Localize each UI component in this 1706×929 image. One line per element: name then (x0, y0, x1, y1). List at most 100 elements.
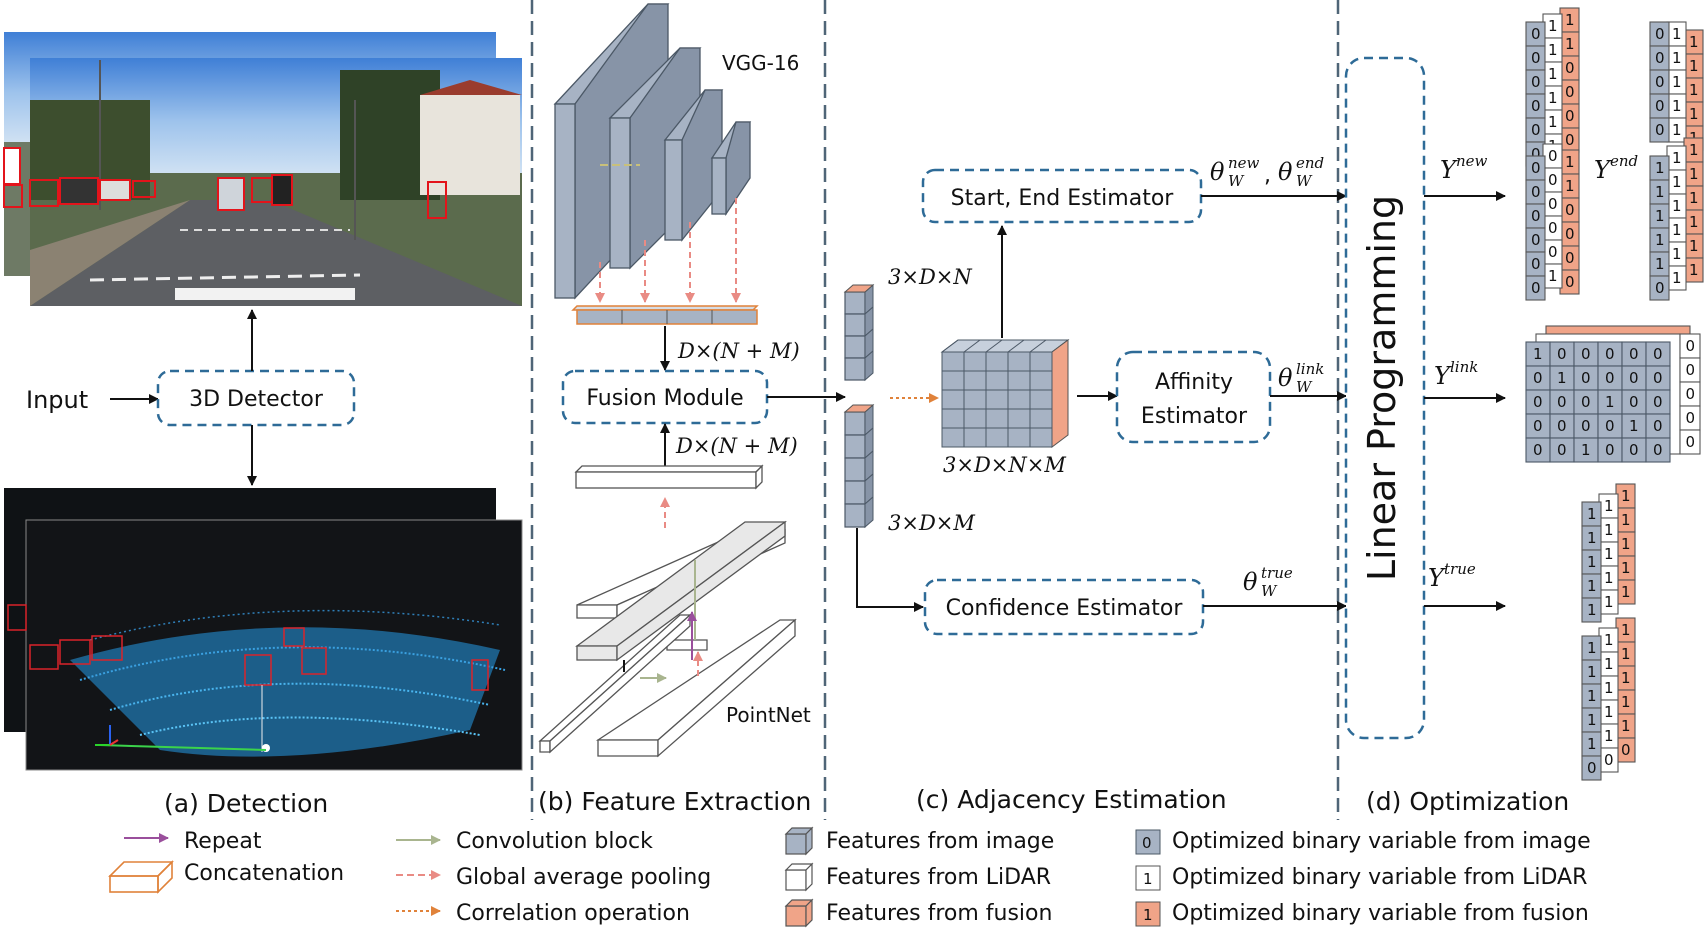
svg-text:0: 0 (1565, 83, 1575, 101)
linear-programming-label: Linear Programming (1360, 195, 1404, 581)
svg-text:0: 0 (1655, 73, 1665, 91)
svg-text:Y: Y (1428, 564, 1446, 592)
svg-text:0: 0 (1629, 393, 1639, 411)
svg-text:1: 1 (1689, 213, 1699, 231)
svg-text:1: 1 (1672, 269, 1682, 287)
dim-bottom-label: D×(N + M) (675, 434, 798, 458)
svg-text:W: W (1228, 172, 1245, 190)
svg-text:1: 1 (1587, 553, 1597, 571)
svg-text:0: 0 (1531, 49, 1541, 67)
legend-feat-img: Features from image (826, 829, 1054, 854)
svg-text:1: 1 (1689, 165, 1699, 183)
dim-n-label: 3×D×N (888, 265, 972, 289)
svg-text:0: 0 (1531, 183, 1541, 201)
svg-text:0: 0 (1548, 171, 1558, 189)
panel-b-label: (b) Feature Extraction (538, 787, 811, 816)
svg-text:1: 1 (1605, 393, 1615, 411)
svg-text:1: 1 (1672, 245, 1682, 263)
svg-text:0: 0 (1686, 337, 1696, 355)
vgg16-blocks (553, 3, 752, 300)
svg-text:1: 1 (1557, 369, 1567, 387)
svg-text:0: 0 (1686, 409, 1696, 427)
svg-text:0: 0 (1581, 369, 1591, 387)
y-new-label: Y new (1440, 152, 1488, 184)
svg-text:0: 0 (1533, 369, 1543, 387)
theta-link: θ W link (1278, 360, 1324, 396)
svg-text:0: 0 (1557, 393, 1567, 411)
svg-text:0: 0 (1629, 441, 1639, 459)
n-feature-column (843, 283, 875, 382)
svg-text:0: 0 (1531, 145, 1541, 163)
svg-text:1: 1 (1689, 141, 1699, 159)
svg-text:1: 1 (1655, 207, 1665, 225)
svg-text:1: 1 (1587, 663, 1597, 681)
svg-text:1: 1 (1548, 17, 1558, 35)
svg-text:θ: θ (1243, 568, 1258, 596)
m-feature-column (843, 403, 875, 529)
legend-concat: Concatenation (184, 861, 344, 886)
svg-text:1: 1 (1604, 545, 1614, 563)
svg-text:0: 0 (1565, 273, 1575, 291)
svg-text:1: 1 (1655, 255, 1665, 273)
svg-text:0: 0 (1605, 345, 1615, 363)
svg-text:0: 0 (1653, 345, 1663, 363)
svg-text:θ: θ (1210, 158, 1225, 186)
svg-text:1: 1 (1604, 727, 1614, 745)
svg-text:1: 1 (1587, 577, 1597, 595)
svg-text:1: 1 (1689, 261, 1699, 279)
svg-text:1: 1 (1604, 497, 1614, 515)
svg-text:true: true (1444, 560, 1476, 578)
svg-text:0: 0 (1629, 345, 1639, 363)
svg-text:1: 1 (1655, 159, 1665, 177)
legend-gap: Global average pooling (456, 865, 711, 890)
dim-m-label: 3×D×M (888, 511, 975, 535)
svg-text:1: 1 (1604, 655, 1614, 673)
svg-text:1: 1 (1621, 693, 1631, 711)
svg-text:0: 0 (1565, 107, 1575, 125)
svg-text:1: 1 (1672, 49, 1682, 67)
svg-text:0: 0 (1533, 393, 1543, 411)
svg-text:0: 0 (1565, 225, 1575, 243)
svg-text:1: 1 (1533, 345, 1543, 363)
svg-text:0: 0 (1655, 49, 1665, 67)
legend-conv: Convolution block (456, 829, 653, 854)
svg-text:1: 1 (1604, 593, 1614, 611)
y-link-label: Y link (1434, 358, 1478, 390)
svg-text:0: 0 (1531, 231, 1541, 249)
svg-text:0: 0 (1531, 73, 1541, 91)
svg-text:0: 0 (1655, 121, 1665, 139)
svg-text:1: 1 (1565, 35, 1575, 53)
svg-text:1: 1 (1587, 639, 1597, 657)
theta-true: θ W true (1243, 564, 1293, 600)
legend-bin-fusion: Optimized binary variable from fusion (1172, 901, 1589, 926)
svg-text:link: link (1450, 358, 1478, 376)
svg-text:0: 0 (1581, 345, 1591, 363)
svg-text:1: 1 (1621, 645, 1631, 663)
svg-text:0: 0 (1587, 759, 1597, 777)
svg-text:0: 0 (1655, 279, 1665, 297)
legend-feat-lidar: Features from LiDAR (826, 865, 1051, 890)
svg-text:1: 1 (1587, 735, 1597, 753)
svg-text:,: , (1264, 163, 1271, 188)
affinity-estimator-box (1115, 350, 1272, 444)
svg-text:1: 1 (1689, 189, 1699, 207)
svg-text:1: 1 (1621, 621, 1631, 639)
svg-text:0: 0 (1686, 433, 1696, 451)
svg-text:1: 1 (1604, 631, 1614, 649)
svg-text:1: 1 (1143, 906, 1153, 924)
svg-text:0: 0 (1581, 393, 1591, 411)
svg-text:new: new (1228, 154, 1260, 172)
svg-text:1: 1 (1621, 511, 1631, 529)
svg-text:0: 0 (1653, 441, 1663, 459)
legend-feat-fusion: Features from fusion (826, 901, 1052, 926)
svg-text:1: 1 (1604, 521, 1614, 539)
svg-text:0: 0 (1653, 369, 1663, 387)
svg-text:1: 1 (1672, 97, 1682, 115)
legend-bin-img: Optimized binary variable from image (1172, 829, 1591, 854)
svg-text:1: 1 (1672, 121, 1682, 139)
svg-text:1: 1 (1629, 417, 1639, 435)
svg-text:1: 1 (1672, 173, 1682, 191)
svg-text:0: 0 (1565, 131, 1575, 149)
svg-text:1: 1 (1689, 81, 1699, 99)
svg-text:1: 1 (1672, 197, 1682, 215)
